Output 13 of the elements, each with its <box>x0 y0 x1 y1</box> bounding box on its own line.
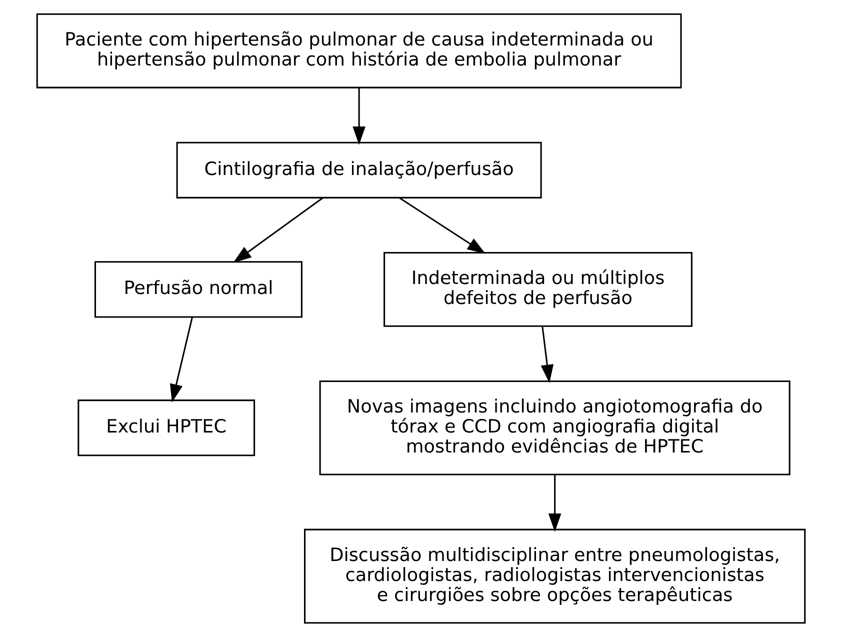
node-box: Discussão multidisciplinar entre pneumologistas, cardiologistas, radiologistas intervencionistas e cirurgiões sobre opções terapêuticas <box>304 528 806 624</box>
arrow <box>170 316 194 403</box>
node-box: Novas imagens incluindo angiotomografia do tórax e CCD com angiografia digital mostrando evidências de HPTEC <box>319 380 790 476</box>
arrow <box>398 197 486 254</box>
arrow <box>233 197 324 263</box>
node-box: Cintilografia de inalação/perfusão <box>176 142 542 198</box>
arrow <box>352 88 366 145</box>
node-box: Indeterminada ou múltiplos defeitos de perfusão <box>384 252 692 327</box>
arrow <box>548 474 562 532</box>
arrow <box>540 326 554 384</box>
node-box: Perfusão normal <box>94 261 302 318</box>
node-box: Paciente com hipertensão pulmonar de causa indeterminada ou hipertensão pulmonar com história de embolia pulmonar <box>36 13 682 88</box>
node-box: Exclui HPTEC <box>78 400 256 456</box>
